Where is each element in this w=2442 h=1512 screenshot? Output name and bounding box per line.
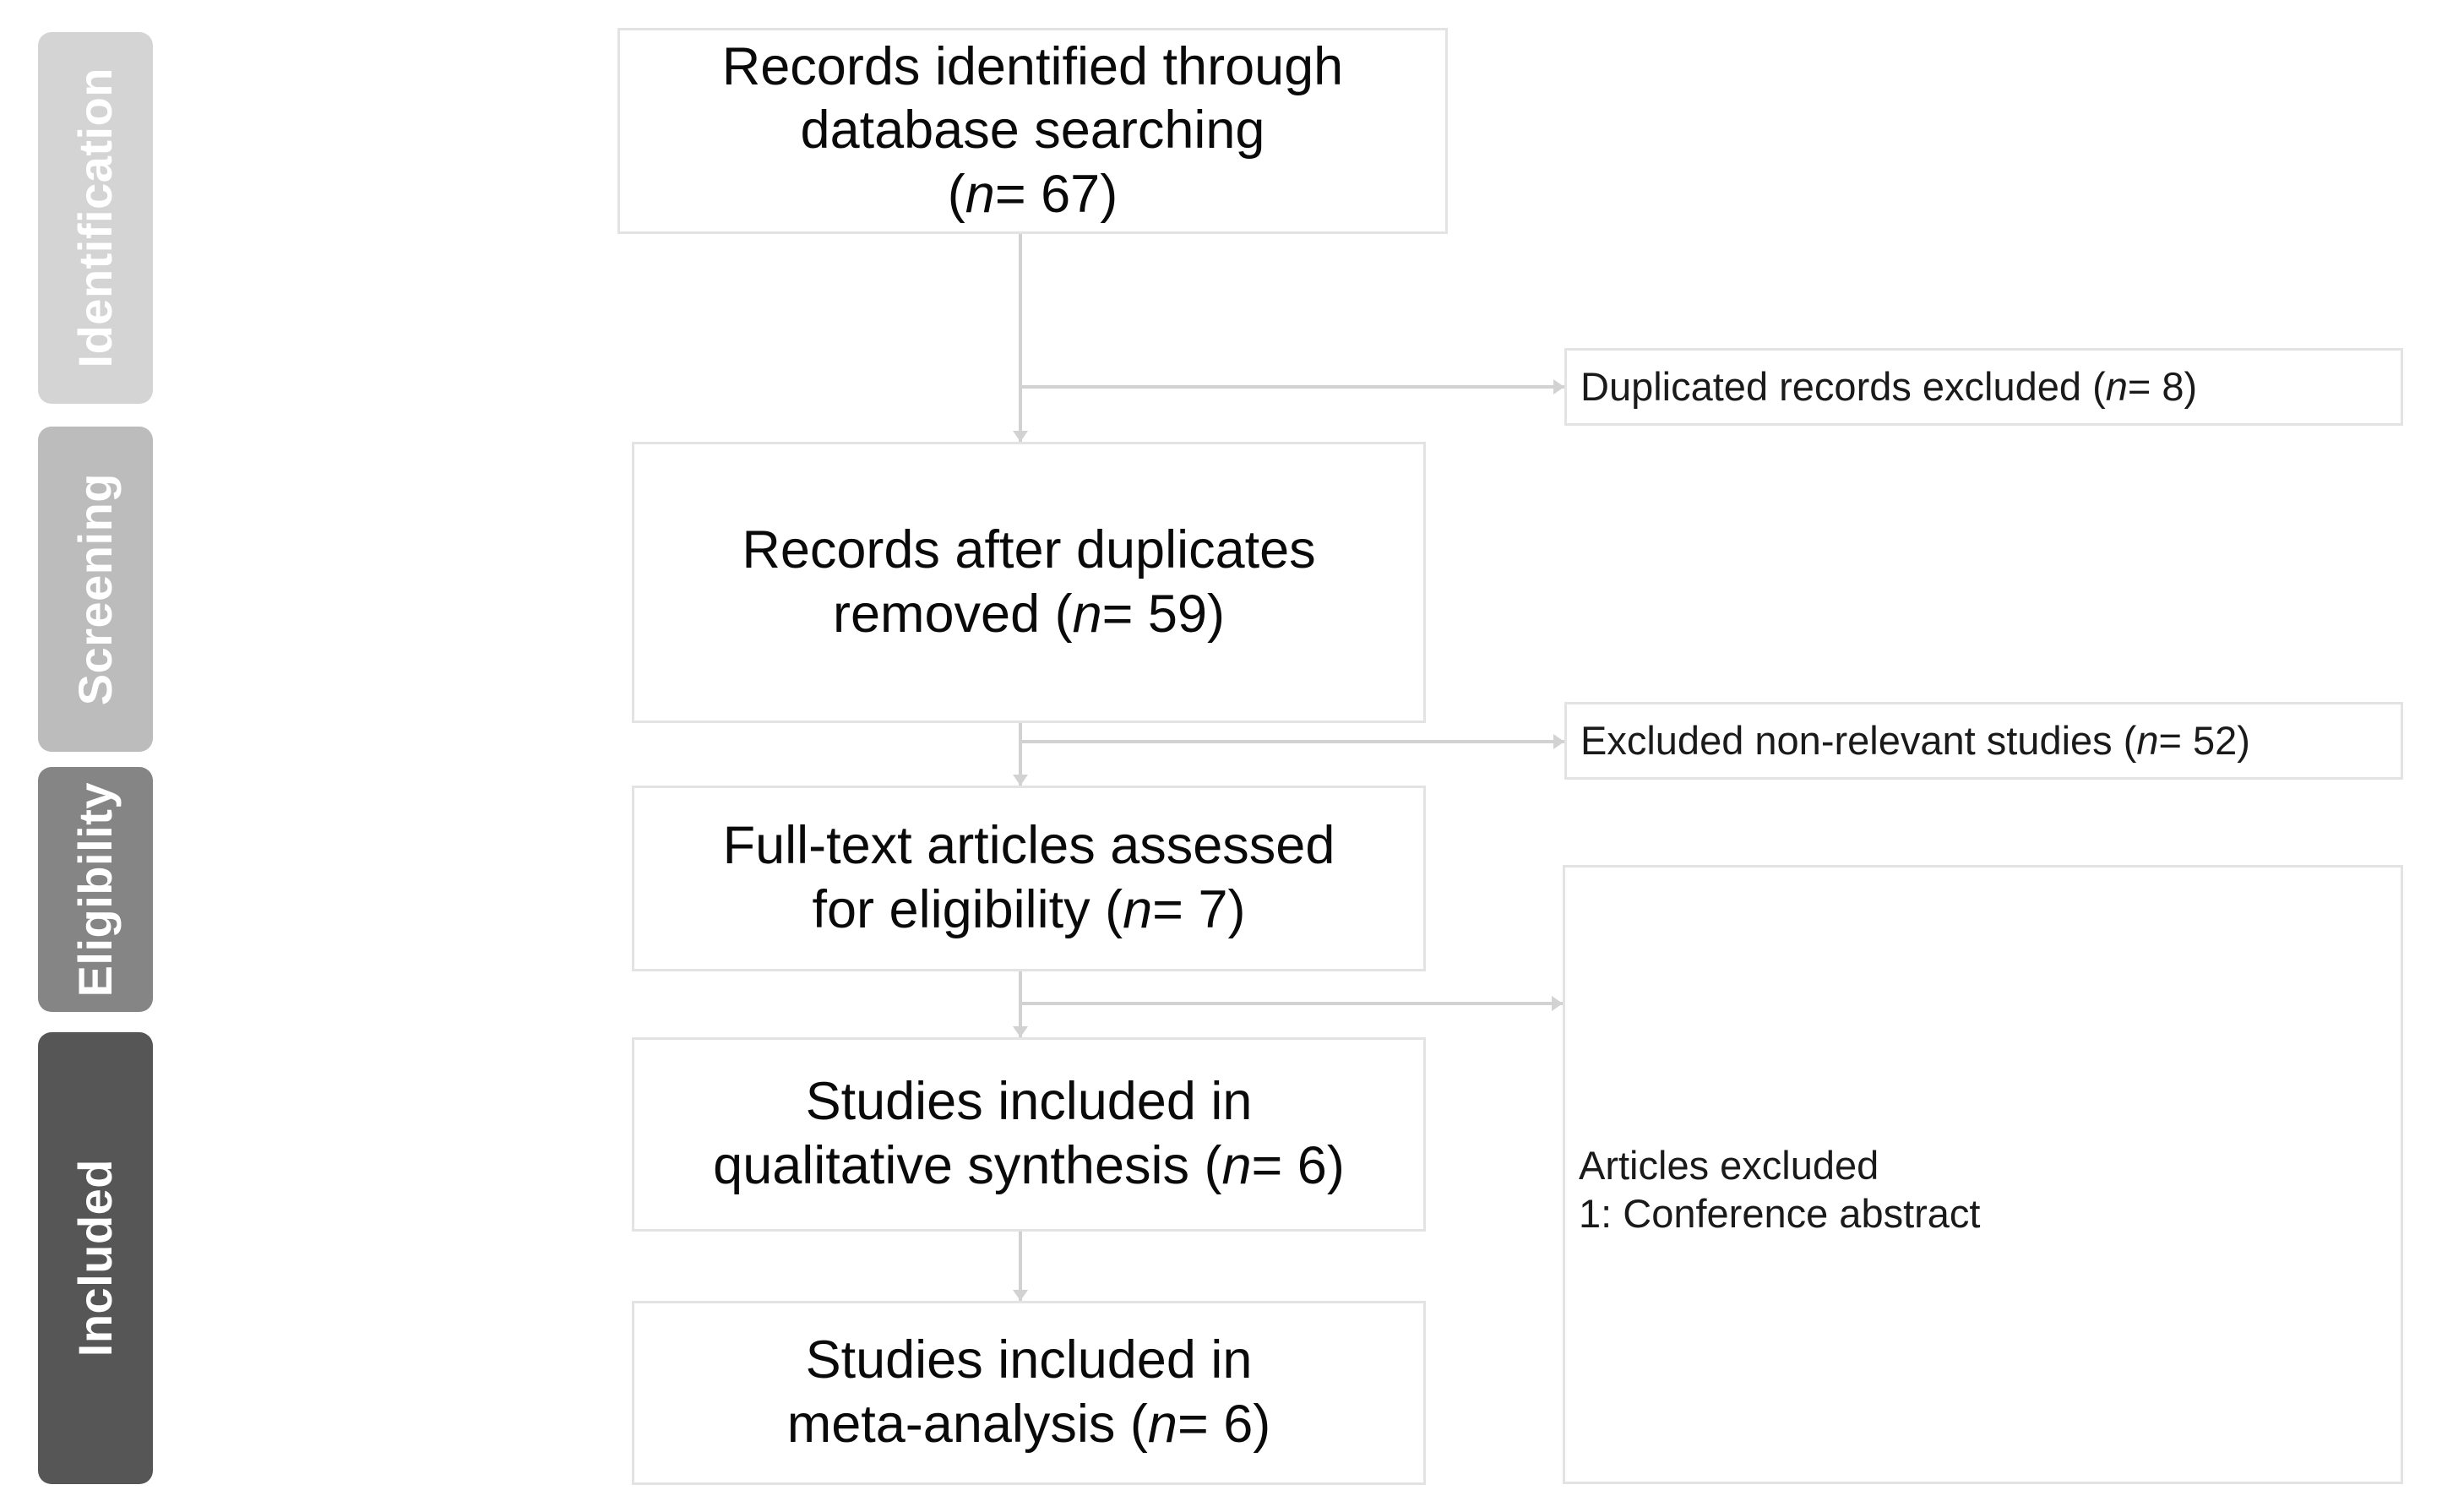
connector-branch-articles-excluded: [1020, 1002, 1563, 1005]
connector-spine-4-to-5: [1019, 1232, 1022, 1301]
stage-tab-screening[interactable]: Screening: [38, 427, 153, 752]
stage-tab-eligibility[interactable]: Eligibility: [38, 767, 153, 1012]
note-box-nonrelevant-excluded[interactable]: Excluded non-relevant studies (n= 52): [1564, 702, 2403, 780]
connector-spine-2-to-3: [1019, 723, 1022, 786]
arrowhead-down-box3: [1013, 775, 1028, 786]
stage-tab-label: Eligibility: [68, 781, 122, 998]
note-box-text: Duplicated records excluded (n= 8): [1580, 364, 2198, 410]
stage-tab-identification[interactable]: Identification: [38, 32, 153, 404]
arrowhead-down-box5: [1013, 1290, 1028, 1301]
arrowhead-right-duplicates: [1553, 379, 1564, 394]
arrowhead-right-nonrelevant: [1553, 734, 1564, 749]
stage-tab-label: Identification: [68, 68, 122, 368]
connector-spine-1-to-2: [1019, 234, 1022, 442]
note-box-duplicates-excluded[interactable]: Duplicated records excluded (n= 8): [1564, 348, 2403, 426]
stage-tab-included[interactable]: Included: [38, 1032, 153, 1484]
stage-tab-label: Included: [68, 1159, 122, 1357]
arrowhead-down-box4: [1013, 1026, 1028, 1037]
arrowhead-down-box2: [1013, 431, 1028, 442]
stage-tab-label: Screening: [68, 472, 122, 706]
connector-branch-duplicates: [1020, 385, 1564, 389]
arrowhead-right-articles-excluded: [1552, 996, 1563, 1011]
connector-branch-nonrelevant: [1020, 740, 1564, 743]
note-box-text: Excluded non-relevant studies (n= 52): [1580, 718, 2250, 764]
